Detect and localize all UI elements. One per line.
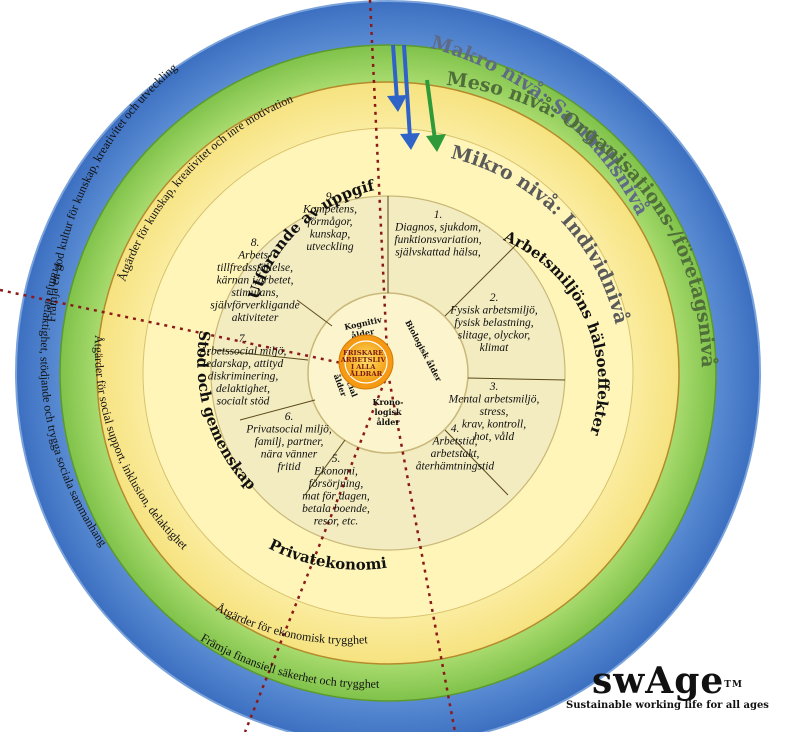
factor-1: 1.Diagnos, sjukdom,funktionsvariation,sj… bbox=[394, 209, 482, 259]
brand-tagline: Sustainable working life for all ages bbox=[566, 700, 769, 711]
arrow-blue-1-icon bbox=[387, 44, 407, 112]
brand-name: swAgeTM bbox=[592, 660, 743, 702]
brand-logo: swAgeTM Sustainable working life for all… bbox=[555, 662, 780, 711]
trademark-mark: TM bbox=[724, 680, 743, 690]
factor-dividers bbox=[214, 196, 566, 496]
core-sun bbox=[344, 340, 388, 384]
factor-8: 8.Arbets-tillfredsställelse,kärnan i arb… bbox=[210, 237, 299, 324]
factor-5: 5.Ekonomi,försörjning,mat för dagen,beta… bbox=[302, 453, 370, 528]
core-label: FRISKARE ARBETSLIV I ALLA ÅLDRAR bbox=[340, 340, 392, 378]
arrow-blue-2-icon bbox=[400, 44, 420, 150]
factor-4: 4.Arbetstid,arbetstakt,återhämtningstid bbox=[416, 423, 495, 473]
dotted-dividers bbox=[0, 0, 457, 732]
factor-9: 9.Kompetens,förmågor,kunskap,utveckling bbox=[302, 191, 357, 253]
factor-2: 2.Fysisk arbetsmiljö,fysisk belastning,s… bbox=[449, 292, 538, 354]
factor-3: 3.Mental arbetsmiljö,stress,krav, kontro… bbox=[448, 381, 540, 443]
arrow-green-icon bbox=[425, 79, 446, 152]
factor-list: 1.Diagnos, sjukdom,funktionsvariation,sj… bbox=[199, 191, 540, 528]
factor-6: 6.Privatsocial miljö,familj, partner,när… bbox=[245, 411, 332, 473]
